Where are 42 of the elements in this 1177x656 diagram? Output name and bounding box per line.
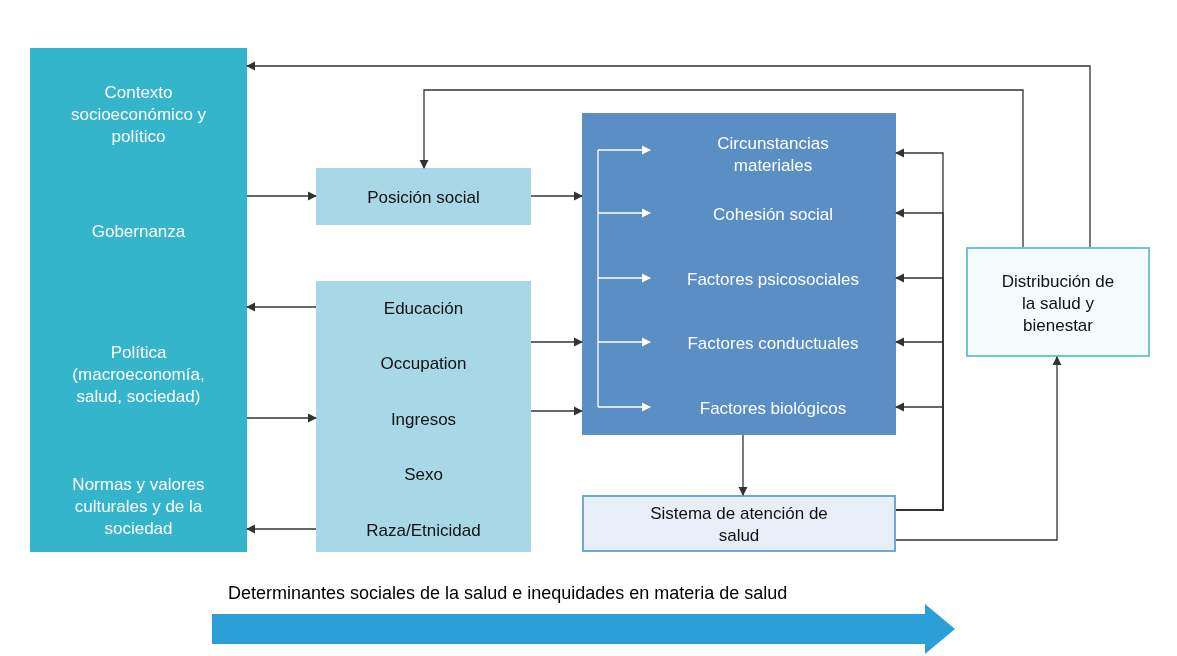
arrow [597, 402, 651, 412]
arrow [597, 145, 651, 155]
arrow [530, 191, 583, 201]
arrow [597, 208, 651, 218]
group-box [582, 113, 896, 435]
box-label: Sistema de atención de salud [649, 503, 829, 547]
box-label: Sexo [404, 464, 443, 486]
process-box [316, 168, 531, 225]
arrow [895, 402, 944, 511]
list-box [316, 281, 531, 552]
bracket-line [597, 149, 599, 408]
box-label: Posición social [367, 187, 480, 209]
box-label: Ingresos [390, 409, 457, 431]
box-label: Política (macroeconomía, salud, sociedad) [71, 342, 206, 408]
box-label: Raza/Etnicidad [366, 520, 481, 542]
arrow [597, 273, 651, 283]
box-label: Contexto socioeconómico y político [69, 82, 208, 148]
process-box [582, 495, 896, 552]
arrow [246, 413, 317, 423]
arrow [530, 337, 583, 347]
arrow [246, 191, 317, 201]
factor-label: Factores psicosociales [687, 269, 859, 291]
factor-label: Circunstancias materiales [716, 133, 830, 177]
arrow [895, 356, 1062, 541]
factor-label: Factores biológicos [699, 398, 847, 420]
box-label: Gobernanza [91, 221, 186, 243]
outcome-box [966, 247, 1150, 357]
arrow [738, 434, 748, 496]
arrow [246, 524, 317, 534]
box-label: Normas y valores culturales y de la sociedad [71, 474, 206, 540]
box-label: Educación [383, 298, 464, 320]
category-panel [30, 48, 247, 552]
factor-label: Cohesión social [713, 204, 833, 226]
arrow [419, 89, 1024, 248]
arrow [530, 406, 583, 416]
box-label: Distribución de la salud y bienestar [1000, 271, 1116, 337]
box-label: Occupation [380, 353, 467, 375]
arrow [597, 337, 651, 347]
factor-label: Factores conductuales [687, 333, 859, 355]
arrow [246, 61, 1091, 248]
arrow [246, 302, 317, 312]
caption-text: Determinantes sociales de la salud e inequidades en materia de salud [228, 583, 788, 604]
